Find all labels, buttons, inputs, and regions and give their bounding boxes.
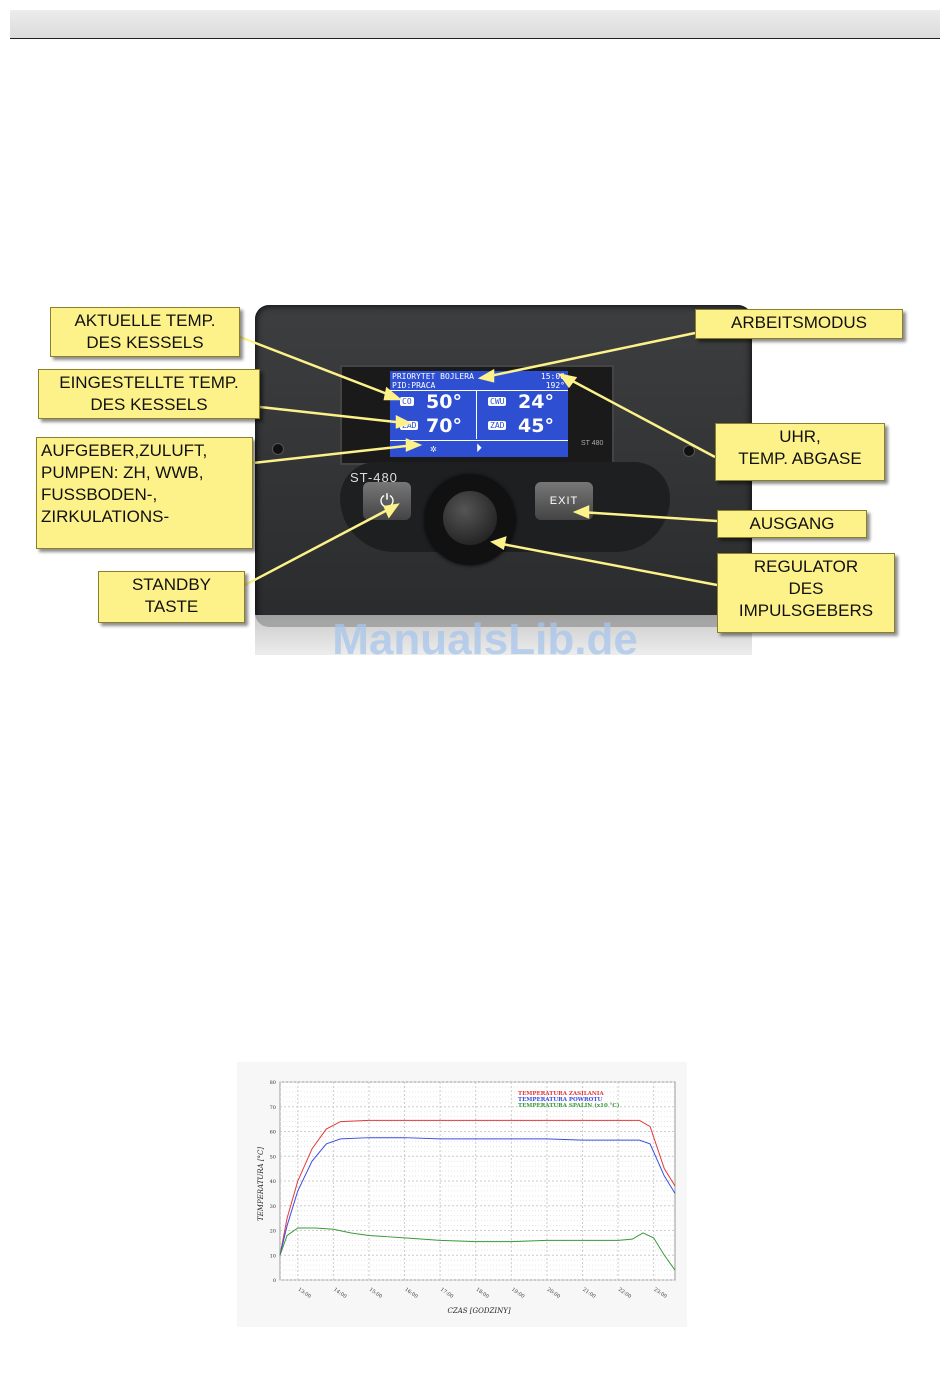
y-axis-label: TEMPERATURA [°C] — [257, 1147, 265, 1221]
y-tick-label: 60 — [270, 1130, 276, 1136]
x-tick-label: 14:00 — [332, 1287, 347, 1300]
callout-clock-flue: UHR, TEMP. ABGASE — [715, 423, 885, 481]
x-tick-label: 22:00 — [617, 1287, 632, 1300]
callout-set-temp: EINGESTELLTE TEMP. DES KESSELS — [38, 369, 260, 419]
callout-standby: STANDBY TASTE — [98, 571, 245, 623]
watermark: ManualsLib.de — [285, 615, 685, 655]
callout-current-temp: AKTUELLE TEMP. DES KESSELS — [50, 307, 240, 357]
callout-work-mode: ARBEITSMODUS — [695, 309, 903, 339]
y-tick-label: 20 — [270, 1229, 276, 1235]
x-tick-label: 21:00 — [581, 1287, 596, 1300]
y-tick-label: 70 — [270, 1105, 276, 1111]
y-tick-label: 40 — [270, 1179, 276, 1185]
x-tick-label: 16:00 — [403, 1287, 418, 1300]
chart-svg: 0 10 20 30 40 50 60 70 80 13:00 14:00 15:00 16:00 17:… — [237, 1062, 687, 1327]
x-tick-label: 18:00 — [475, 1287, 490, 1300]
x-tick-label: 15:00 — [368, 1287, 383, 1300]
y-tick-label: 10 — [270, 1253, 276, 1259]
x-tick-label: 13:00 — [297, 1287, 312, 1300]
y-tick-label: 80 — [270, 1080, 276, 1086]
temperature-chart: 0 10 20 30 40 50 60 70 80 13:00 14:00 15:00 16:00 17:… — [237, 1062, 687, 1327]
x-tick-label: 23:00 — [653, 1287, 668, 1300]
x-tick-label: 17:00 — [439, 1287, 454, 1300]
page-header-bar — [10, 10, 940, 39]
callout-feeders-pumps: AUFGEBER,ZULUFT, PUMPEN: ZH, WWB, FUSSBO… — [36, 437, 253, 549]
callout-regulator: REGULATOR DES IMPULSGEBERS — [717, 553, 895, 633]
device-figure: ST 480 PRIORYTET BOJLERA PID:PRACA 15:00… — [35, 285, 913, 655]
x-tick-label: 20:00 — [546, 1287, 561, 1300]
x-tick-label: 19:00 — [510, 1287, 525, 1300]
y-tick-label: 0 — [273, 1278, 276, 1284]
y-tick-label: 50 — [270, 1154, 276, 1160]
x-axis-label: CZAS [GODZINY] — [448, 1307, 511, 1315]
callout-exit: AUSGANG — [717, 510, 867, 538]
legend-entry: TEMPERATURA SPALIN (x10 °C) — [518, 1102, 620, 1109]
y-tick-label: 30 — [270, 1204, 276, 1210]
